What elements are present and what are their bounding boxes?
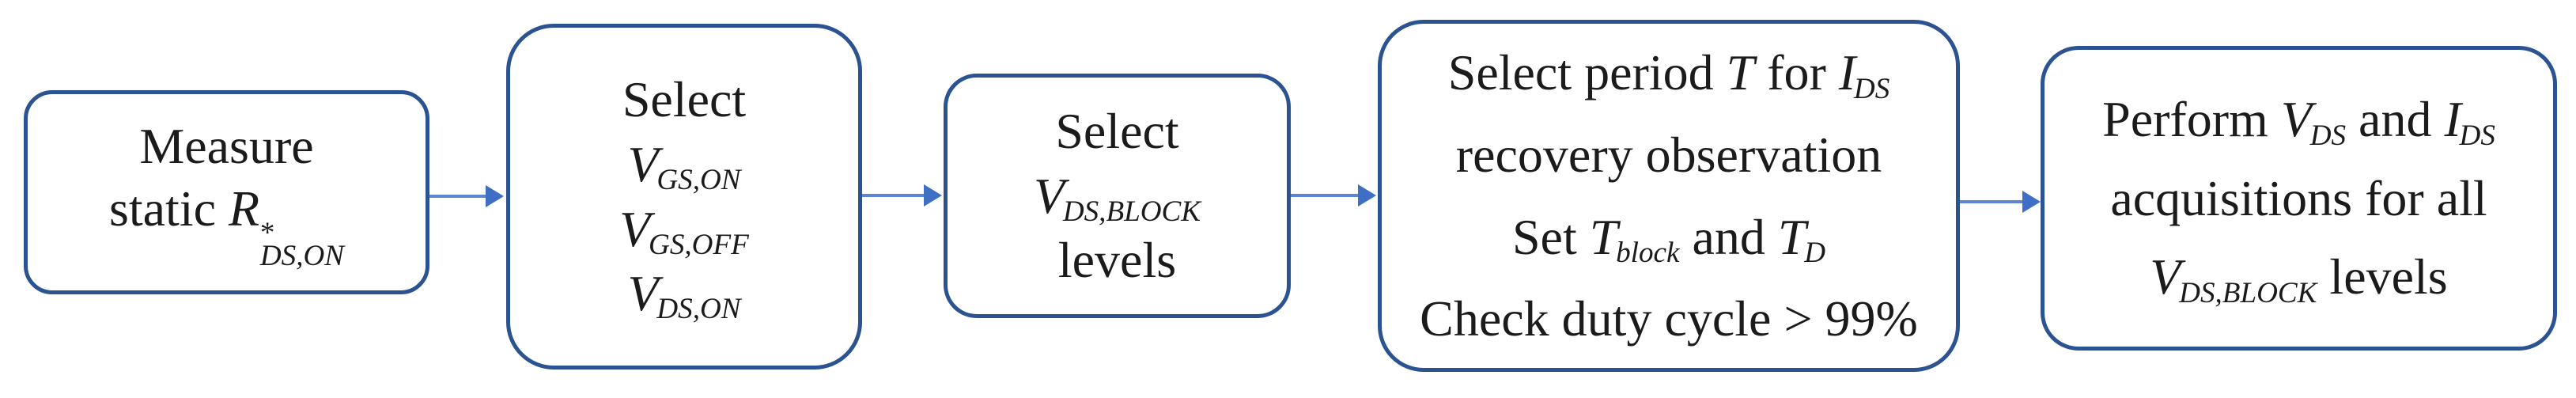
arrow-shaft <box>429 195 486 198</box>
math-variable: I <box>2444 91 2461 148</box>
subscript: D <box>1804 236 1826 269</box>
text-line: recovery observation <box>1456 126 1882 184</box>
math-variable: R <box>229 180 260 237</box>
subscript: GS,ON <box>656 164 741 197</box>
arrow-head-icon <box>486 185 504 207</box>
subscript: DS <box>2309 119 2347 152</box>
flow-arrow-1 <box>429 184 504 208</box>
flow-box-select-period-set-times-check-duty: Select period T for IDS recovery observat… <box>1378 20 1960 372</box>
text-line: Select <box>1055 102 1178 161</box>
text-run: Set <box>1511 208 1590 265</box>
math-variable: V <box>2150 248 2181 305</box>
text-line: Set Tblock and TD <box>1512 208 1825 267</box>
text-run: Select <box>622 71 747 128</box>
arrow-shaft <box>1291 194 1358 197</box>
text-run: levels <box>2317 248 2448 305</box>
math-variable: T <box>1777 208 1806 265</box>
flow-arrow-4 <box>1960 190 2041 214</box>
text-line: VDS,ON <box>627 264 741 326</box>
flow-arrow-2 <box>862 184 942 207</box>
text-line: Select period T for IDS <box>1447 44 1890 105</box>
text-run: static <box>108 180 229 237</box>
text-line: VGS,OFF <box>619 200 749 261</box>
arrow-head-icon <box>2022 191 2041 213</box>
arrow-head-icon <box>924 184 942 207</box>
math-variable: V <box>2280 91 2312 148</box>
arrow-head-icon <box>1358 184 1376 207</box>
text-run: Select <box>1055 103 1179 160</box>
math-variable: V <box>1033 167 1065 224</box>
math-variable: T <box>1589 208 1618 265</box>
math-variable: V <box>627 265 659 322</box>
subscript: DS,BLOCK <box>2179 276 2317 309</box>
text-run: levels <box>1057 232 1177 289</box>
math-variable: T <box>1726 44 1755 101</box>
text-line: Check duty cycle > 99% <box>1420 290 1918 348</box>
flow-arrow-3 <box>1291 184 1376 207</box>
flow-box-measure-static-rdson: Measure static R*DS,ON <box>24 90 429 294</box>
subscript: DS,BLOCK <box>1062 195 1201 229</box>
math-variable: V <box>619 200 651 257</box>
text-run: for <box>1754 44 1839 101</box>
text-line: VDS,BLOCK <box>1034 167 1201 226</box>
text-run: Check duty cycle > 99% <box>1420 290 1918 347</box>
text-line: acquisitions for all <box>2110 169 2487 228</box>
subscript: DS <box>1853 72 1890 105</box>
text-line: Measure <box>139 117 313 176</box>
math-variable: V <box>627 135 659 192</box>
superscript-subscript-stack: *DS,ON <box>259 216 345 272</box>
text-run: Select period <box>1447 44 1727 101</box>
subscript: DS <box>2459 119 2495 152</box>
text-run: Measure <box>139 117 314 174</box>
text-line: Select <box>622 70 746 129</box>
subscript: DS,ON <box>656 293 741 326</box>
subscript: block <box>1616 236 1680 269</box>
subscript: GS,OFF <box>649 228 749 261</box>
arrow-shaft <box>1960 200 2022 203</box>
text-run: and <box>1679 208 1778 265</box>
math-variable: I <box>1838 44 1856 101</box>
text-run: acquisitions for all <box>2110 169 2487 226</box>
text-line: levels <box>1058 231 1176 290</box>
text-run: and <box>2346 91 2445 148</box>
text-run: Perform <box>2102 91 2281 148</box>
text-line: static R*DS,ON <box>108 180 345 272</box>
text-run: recovery observation <box>1455 126 1882 183</box>
text-line: VGS,ON <box>627 135 741 197</box>
text-line: Perform VDS and IDS <box>2102 90 2495 152</box>
arrow-shaft <box>862 194 924 197</box>
text-line: VDS,BLOCK levels <box>2150 248 2448 309</box>
